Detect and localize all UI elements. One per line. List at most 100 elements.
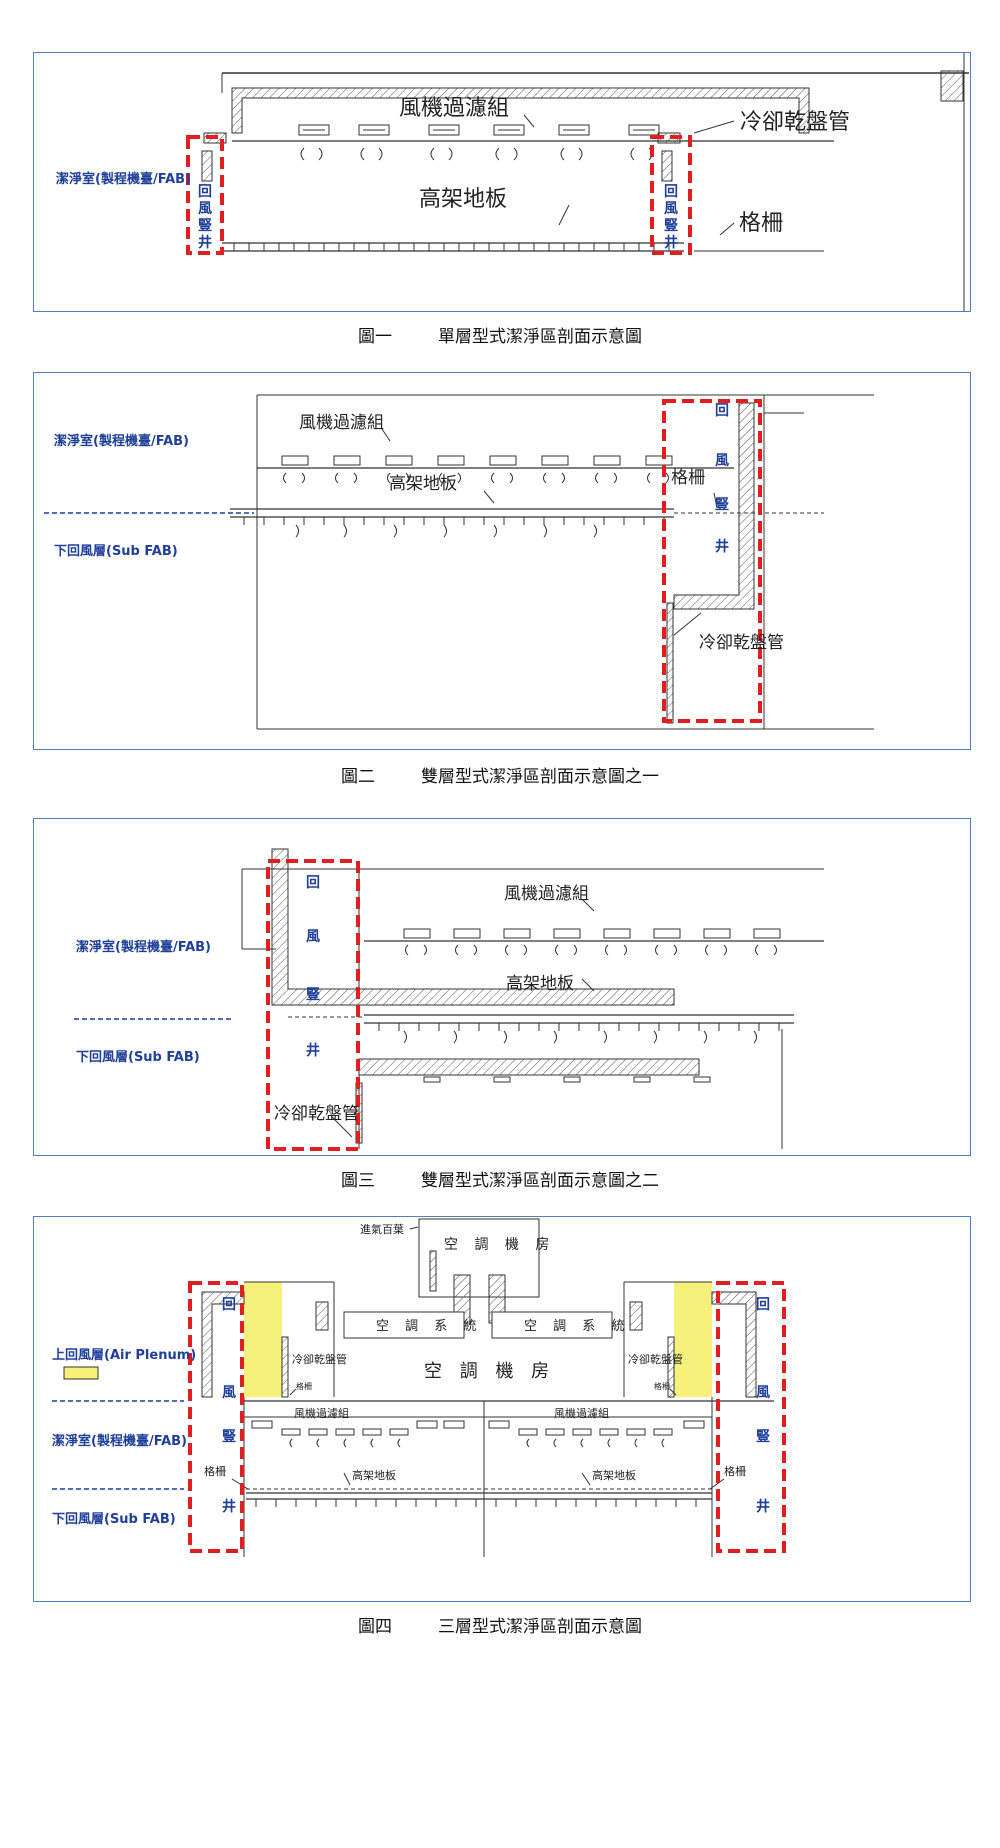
room-label: 潔淨室(製程機臺/FAB)	[54, 433, 189, 449]
figure-4-caption: 圖四三層型式潔淨區剖面示意圖	[358, 1617, 642, 1637]
raised-floor-label-right: 高架地板	[592, 1468, 636, 1482]
figure-4-diagram: 上回風層(Air Plenum) 潔淨室(製程機臺/FAB) 下回風層(Sub …	[52, 1218, 786, 1557]
svg-text:回: 回	[222, 1297, 236, 1313]
return-shaft-highlight	[266, 859, 360, 1151]
ffu-label: 風機過濾組	[504, 884, 589, 904]
svg-text:回: 回	[715, 403, 729, 419]
airflow-arrows	[283, 472, 669, 484]
shaft-text-right: 回 風 豎 井	[664, 184, 678, 251]
sub-fab-label: 下回風層(Sub FAB)	[54, 544, 178, 559]
raised-floor-label-left: 高架地板	[352, 1468, 396, 1482]
dry-coil-label-right: 冷卻乾盤管	[628, 1352, 683, 1366]
raised-floor	[255, 1499, 697, 1507]
ffu-label: 風機過濾組	[299, 413, 384, 433]
figure-3-caption: 圖三雙層型式潔淨區剖面示意圖之二	[341, 1171, 659, 1191]
shaft-text-right: 回 風 豎 井	[756, 1297, 770, 1515]
air-plenum-label: 上回風層(Air Plenum)	[52, 1348, 196, 1363]
ffu-units-left	[251, 1420, 465, 1436]
figure-3-panel: 潔淨室(製程機臺/FAB) 下回風層(Sub FAB) 風機過濾組 高架地板 冷…	[33, 818, 971, 1156]
svg-text:豎: 豎	[198, 218, 212, 234]
ffu-label-left: 風機過濾組	[294, 1406, 349, 1420]
raised-floor-label: 高架地板	[389, 474, 457, 494]
grating-label-right: 格柵	[724, 1464, 746, 1478]
svg-text:回: 回	[198, 184, 212, 200]
sub-fab-label: 下回風層(Sub FAB)	[52, 1512, 176, 1527]
svg-text:豎: 豎	[756, 1429, 770, 1445]
return-shaft-highlight-left	[186, 135, 224, 255]
grating-label-upper-left: 格柵	[296, 1381, 312, 1391]
plenum-legend-swatch	[63, 1366, 99, 1380]
ffu-units	[403, 928, 781, 939]
svg-text:風: 風	[756, 1385, 770, 1401]
svg-text:井: 井	[715, 538, 729, 555]
figure-1-caption: 圖一單層型式潔淨區剖面示意圖	[358, 327, 642, 347]
figure-1-panel: 潔淨室(製程機臺/FAB) 風機過濾組 冷卻乾盤管 高架地板 格柵 回 風 豎 …	[33, 52, 971, 312]
ffu-units	[281, 455, 673, 466]
raised-floor	[222, 242, 684, 252]
ahu-room-top-label: 空 調 機 房	[444, 1237, 555, 1253]
svg-text:豎: 豎	[222, 1429, 236, 1445]
fresh-air-louver-label: 進氣百葉	[360, 1222, 404, 1236]
room-label: 潔淨室(製程機臺/FAB)	[56, 171, 191, 187]
svg-text:井: 井	[664, 234, 678, 251]
dry-coil-label: 冷卻乾盤管	[740, 110, 850, 135]
dry-coil-label: 冷卻乾盤管	[274, 1104, 359, 1124]
shaft-text: 回 風 豎 井	[306, 875, 320, 1059]
ffu-label-right: 風機過濾組	[554, 1406, 609, 1420]
svg-text:風: 風	[715, 453, 729, 469]
return-shaft-highlight-left	[188, 1281, 244, 1553]
raised-floor-label: 高架地板	[419, 187, 507, 212]
ffu-units-right	[488, 1420, 705, 1436]
svg-text:豎: 豎	[715, 497, 729, 513]
svg-text:風: 風	[664, 201, 678, 217]
room-label: 潔淨室(製程機臺/FAB)	[76, 939, 211, 955]
svg-text:風: 風	[222, 1385, 236, 1401]
airflow-arrows	[300, 147, 653, 161]
figure-1-diagram: 潔淨室(製程機臺/FAB) 風機過濾組 冷卻乾盤管 高架地板 格柵 回 風 豎 …	[56, 53, 969, 311]
svg-text:井: 井	[222, 1498, 236, 1515]
airflow-arrows	[405, 944, 777, 956]
room-label: 潔淨室(製程機臺/FAB)	[52, 1433, 187, 1449]
dry-coil-label-left: 冷卻乾盤管	[292, 1352, 347, 1366]
svg-text:風: 風	[306, 929, 320, 945]
sub-fab-label: 下回風層(Sub FAB)	[76, 1050, 200, 1065]
shaft-text-left: 回 風 豎 井	[198, 184, 212, 251]
shaft-text-left: 回 風 豎 井	[222, 1297, 236, 1515]
svg-text:井: 井	[198, 234, 212, 251]
figure-2-panel: 潔淨室(製程機臺/FAB) 下回風層(Sub FAB) 風機過濾組 高架地板 格…	[33, 372, 971, 750]
grating-label: 格柵	[739, 211, 783, 236]
return-shaft-highlight	[662, 399, 762, 723]
ahu-system-left-label: 空 調 系 統	[376, 1319, 482, 1334]
ffu-units	[298, 124, 660, 136]
ahu-room-top	[418, 1218, 540, 1298]
grating-label-left: 格柵	[204, 1464, 226, 1478]
shaft-text: 回 風 豎 井	[715, 403, 729, 555]
raised-floor-label: 高架地板	[506, 974, 574, 994]
svg-text:風: 風	[198, 201, 212, 217]
ahu-room-main-label: 空 調 機 房	[424, 1361, 555, 1382]
air-plenum-left	[244, 1282, 282, 1397]
ahu-system-right-label: 空 調 系 統	[524, 1319, 630, 1334]
svg-text:回: 回	[306, 875, 320, 891]
svg-text:井: 井	[306, 1042, 320, 1059]
svg-text:豎: 豎	[306, 987, 320, 1003]
figure-2-caption: 圖二雙層型式潔淨區剖面示意圖之一	[341, 767, 659, 787]
dry-coil-label: 冷卻乾盤管	[699, 633, 784, 653]
raised-floor	[378, 1023, 780, 1031]
figure-4-panel: 上回風層(Air Plenum) 潔淨室(製程機臺/FAB) 下回風層(Sub …	[33, 1216, 971, 1602]
return-shaft-highlight-right	[650, 135, 692, 255]
grating-label: 格柵	[671, 468, 705, 488]
ahu-system-left	[343, 1311, 465, 1339]
svg-text:井: 井	[756, 1498, 770, 1515]
air-plenum-right	[674, 1282, 712, 1397]
svg-text:回: 回	[756, 1297, 770, 1313]
ffu-label: 風機過濾組	[399, 96, 509, 121]
svg-text:豎: 豎	[664, 218, 678, 234]
grating-label-upper-right: 格柵	[654, 1381, 670, 1391]
ahu-system-right	[491, 1311, 613, 1339]
figure-2-diagram: 潔淨室(製程機臺/FAB) 下回風層(Sub FAB) 風機過濾組 高架地板 格…	[44, 394, 874, 730]
svg-text:回: 回	[664, 184, 678, 200]
raised-floor	[243, 517, 665, 525]
return-shaft-highlight-right	[716, 1281, 786, 1553]
bottom-diffusers	[423, 1076, 711, 1083]
